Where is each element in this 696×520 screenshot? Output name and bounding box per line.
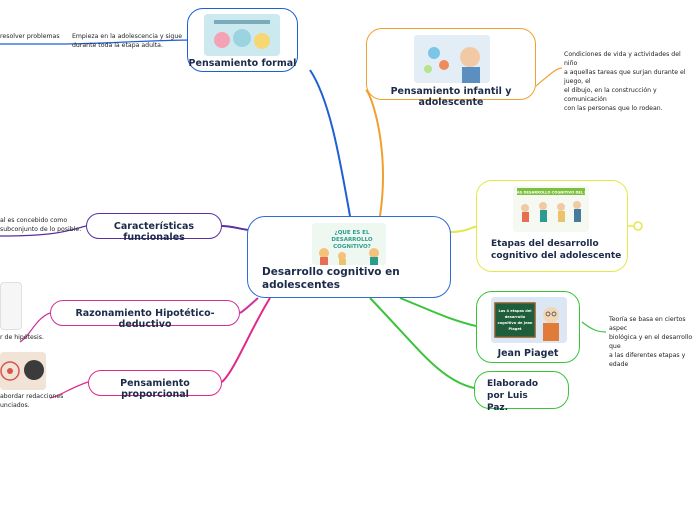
link-elaborado bbox=[369, 297, 475, 389]
branch-label: Etapas del desarrollo cognitivo del adol… bbox=[491, 239, 622, 261]
hipotetico-image bbox=[0, 282, 22, 330]
branch-label: Características funcionales bbox=[113, 221, 195, 243]
branch-etapas[interactable]: ETAPAS DESARROLLO COGNITIVO DEL NIÑO Eta… bbox=[476, 180, 628, 272]
note-funcionales: al es concebido como subconjunto de lo p… bbox=[0, 217, 82, 233]
link-funcionales bbox=[221, 225, 249, 231]
branch-pensamiento-infantil[interactable]: Pensamiento infantil y adolescente bbox=[366, 28, 536, 108]
branch-razonamiento-hipotetico[interactable]: Razonamiento Hipotético-deductivo bbox=[50, 300, 240, 330]
branch-label: Pensamiento proporcional bbox=[120, 378, 190, 400]
branch-pensamiento-formal[interactable]: Pensamiento formal bbox=[187, 8, 298, 72]
note-link-formal-a bbox=[59, 39, 197, 45]
note-link-proporcional bbox=[49, 381, 89, 399]
piaget-image-caption: Las 4 etapas del bbox=[498, 309, 531, 313]
branch-label: Razonamiento Hipotético-deductivo bbox=[75, 308, 215, 330]
note-formal-1: resolver problemas bbox=[0, 33, 60, 40]
link-infantil bbox=[365, 89, 384, 217]
branch-jean-piaget[interactable]: Las 4 etapas del desarrollo cognitivo de… bbox=[476, 291, 580, 363]
link-etapas bbox=[449, 225, 479, 233]
link-proporcional bbox=[221, 297, 271, 383]
branch-pensamiento-proporcional[interactable]: Pensamiento proporcional bbox=[88, 370, 222, 400]
note-formal-2: Empieza en la adolescencia y sigue duran… bbox=[72, 33, 183, 49]
etapas-image-caption: ETAPAS DESARROLLO COGNITIVO DEL NIÑO bbox=[513, 190, 589, 195]
svg-text:COGNITIVO?: COGNITIVO? bbox=[333, 244, 371, 250]
central-topic-image: ¿QUE ES EL DESARROLLO COGNITIVO? bbox=[312, 223, 386, 265]
branch-label: Jean Piaget bbox=[497, 348, 559, 359]
branch-label: Pensamiento infantil y adolescente bbox=[390, 86, 512, 108]
svg-text:Piaget: Piaget bbox=[508, 327, 521, 331]
formal-image bbox=[204, 14, 280, 56]
svg-text:cognitivo de Jean: cognitivo de Jean bbox=[498, 321, 533, 325]
note-proporcional: abordar redacciones unciados. bbox=[0, 393, 64, 409]
central-topic-title: Desarrollo cognitivo en adolescentes bbox=[262, 266, 400, 291]
note-link-piaget bbox=[581, 321, 607, 333]
note-link-infantil bbox=[535, 67, 563, 87]
link-formal bbox=[309, 69, 351, 217]
link-hipotetico bbox=[239, 297, 259, 314]
link-piaget bbox=[399, 297, 477, 327]
central-image-caption: ¿QUE ES EL bbox=[335, 230, 370, 236]
note-piaget: Teoría se basa en ciertos aspec biológic… bbox=[609, 316, 693, 368]
branch-elaborado-por[interactable]: Elaborado por Luis Paz. bbox=[474, 371, 569, 413]
branch-label: Elaborado por Luis Paz. bbox=[487, 379, 539, 413]
branch-caracteristicas-funcionales[interactable]: Características funcionales bbox=[86, 213, 222, 243]
branch-label: Pensamiento formal bbox=[188, 58, 297, 69]
piaget-image: Las 4 etapas del desarrollo cognitivo de… bbox=[491, 297, 567, 343]
infantil-image bbox=[414, 35, 490, 83]
svg-text:desarrollo: desarrollo bbox=[505, 315, 526, 319]
note-link-hipotetico bbox=[19, 312, 51, 343]
svg-text:DESARROLLO: DESARROLLO bbox=[331, 237, 372, 243]
note-infantil: Condiciones de vida y actividades del ni… bbox=[564, 51, 686, 112]
central-topic[interactable]: ¿QUE ES EL DESARROLLO COGNITIVO? Desarro… bbox=[247, 216, 451, 298]
note-hipotetico: r de hipótesis. bbox=[0, 334, 44, 341]
etapas-image: ETAPAS DESARROLLO COGNITIVO DEL NIÑO bbox=[513, 186, 589, 232]
collapse-toggle bbox=[633, 221, 643, 231]
note-link-funcionales bbox=[0, 225, 87, 237]
proporcional-image bbox=[0, 352, 46, 390]
